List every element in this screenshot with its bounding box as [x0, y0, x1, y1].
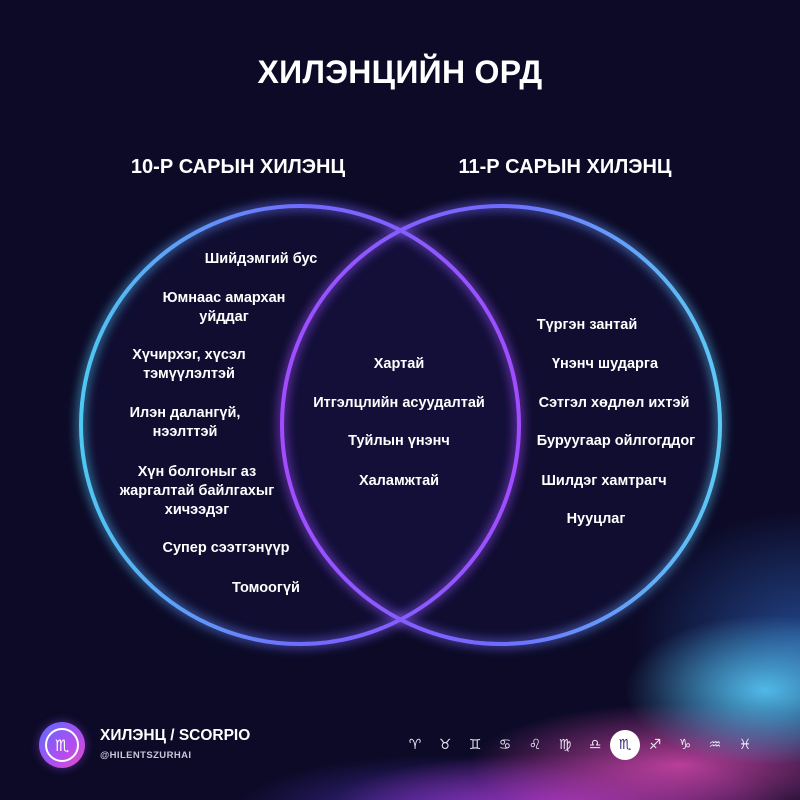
- right-set-heading: 11-Р САРЫН ХИЛЭНЦ: [458, 156, 672, 178]
- right-trait: Буруугаар ойлгогддог: [536, 433, 696, 449]
- brand-logo: ♏: [39, 722, 85, 768]
- capricorn-icon: ♑: [678, 737, 692, 753]
- left-circle-fill: [81, 206, 519, 644]
- virgo-icon: ♍: [558, 737, 572, 753]
- left-trait: Супер сээтгэнүүр: [162, 540, 290, 556]
- leo-icon: ♌: [528, 737, 542, 753]
- left-trait: Хүн болгоныг аз жаргалтай байлгахыг хичэ…: [119, 464, 275, 518]
- aquarius-icon: ♒: [708, 737, 722, 753]
- brand-handle: @HILENTSZURHAI: [100, 750, 192, 761]
- brand-name: ХИЛЭНЦ / SCORPIO: [100, 727, 251, 744]
- shared-trait: Халамжтай: [358, 473, 440, 489]
- left-circle: [79, 204, 521, 646]
- left-trait: Хүчирхэг, хүсэл тэмүүлэлтэй: [132, 347, 246, 382]
- zodiac-bar: ♈ ♉ ♊ ♋ ♌ ♍ ♎ ♏ ♐ ♑ ♒ ♓: [400, 730, 760, 760]
- aries-icon: ♈: [408, 737, 422, 753]
- pisces-icon: ♓: [738, 737, 752, 753]
- right-trait: Нууцлаг: [566, 511, 626, 527]
- gemini-icon: ♊: [468, 737, 482, 753]
- left-trait: Юмнаас амархан уйддаг: [162, 290, 286, 325]
- right-trait: Сэтгэл хөдлөл ихтэй: [538, 395, 690, 411]
- sagittarius-icon: ♐: [648, 737, 662, 753]
- right-trait: Шилдэг хамтрагч: [541, 473, 667, 489]
- scorpio-icon: ♏: [45, 728, 79, 762]
- left-trait: Шийдэмгий бус: [204, 251, 318, 267]
- left-trait: Томоогүй: [232, 580, 300, 596]
- shared-trait: Туйлын үнэнч: [348, 433, 450, 449]
- scorpio-icon: ♏: [610, 730, 640, 760]
- right-trait: Түргэн зантай: [536, 317, 638, 333]
- libra-icon: ♎: [588, 737, 602, 753]
- shared-trait: Итгэлцлийн асуудалтай: [313, 395, 485, 411]
- left-set-heading: 10-Р САРЫН ХИЛЭНЦ: [130, 156, 346, 178]
- left-trait: Илэн далангүй, нээлттэй: [129, 405, 241, 440]
- cancer-icon: ♋: [498, 737, 512, 753]
- shared-trait: Хартай: [373, 356, 425, 372]
- taurus-icon: ♉: [438, 737, 452, 753]
- page-title: ХИЛЭНЦИЙН ОРД: [257, 54, 543, 90]
- right-circle-fill: [282, 206, 720, 644]
- right-circle: [280, 204, 722, 646]
- right-trait: Үнэнч шударга: [551, 356, 659, 372]
